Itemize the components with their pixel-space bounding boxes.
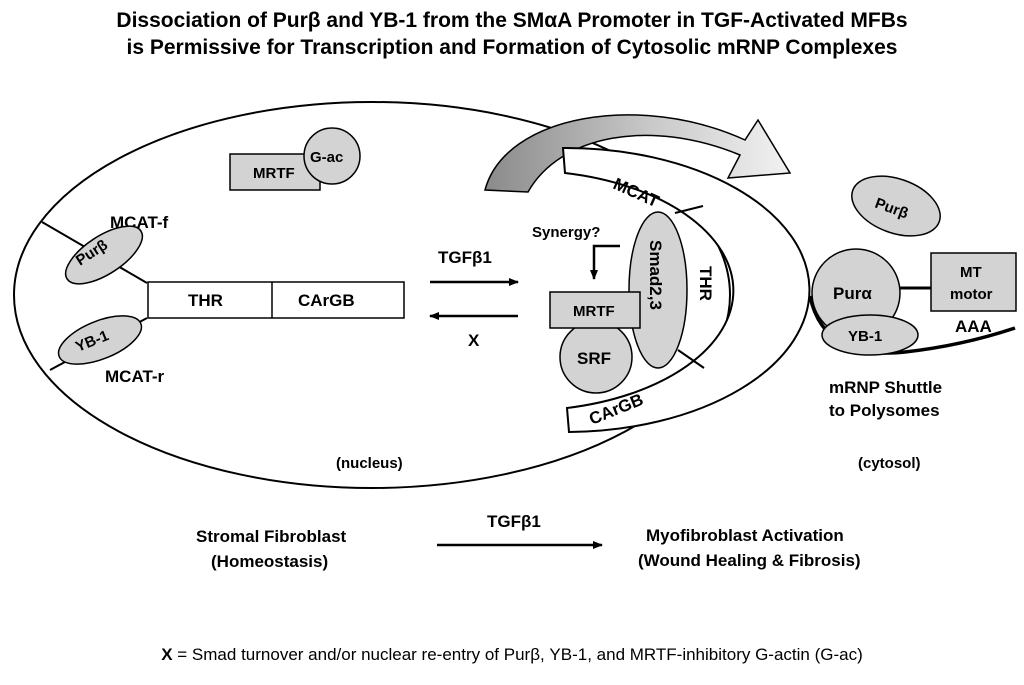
tgf-forward-label: TGFβ1 bbox=[438, 248, 492, 267]
stromal-line2: (Homeostasis) bbox=[211, 552, 328, 571]
arc-divider-2 bbox=[677, 349, 705, 369]
nucleus-label: (nucleus) bbox=[336, 455, 403, 472]
shuttle-line1: mRNP Shuttle bbox=[829, 378, 942, 397]
footnote: X = Smad turnover and/or nuclear re-entr… bbox=[0, 645, 1024, 665]
smad-ellipse bbox=[628, 211, 688, 369]
arc-thr-label: THR bbox=[696, 266, 715, 301]
footnote-key: X bbox=[161, 645, 173, 664]
srf-label: SRF bbox=[577, 349, 611, 368]
g-actin-circle bbox=[303, 127, 361, 185]
mrtf-box-bound bbox=[549, 291, 641, 329]
cytosol-label: (cytosol) bbox=[858, 455, 921, 472]
title-line-1: Dissociation of Purβ and YB-1 from the S… bbox=[116, 9, 908, 32]
smad-label: Smad2,3 bbox=[646, 240, 665, 310]
title-line-2: is Permissive for Transcription and Form… bbox=[126, 36, 898, 59]
g-actin-label: G-ac bbox=[310, 149, 343, 166]
footnote-text: = Smad turnover and/or nuclear re-entry … bbox=[172, 645, 863, 664]
mcat-r-label: MCAT-r bbox=[105, 367, 165, 386]
mrtf-free-label: MRTF bbox=[253, 165, 295, 182]
myofibroblast-line2: (Wound Healing & Fibrosis) bbox=[638, 551, 861, 570]
mt-label: MT bbox=[960, 264, 982, 281]
reverse-x-label: X bbox=[468, 331, 480, 350]
pur-beta-cytosol bbox=[851, 175, 941, 237]
arc-divider-1 bbox=[674, 205, 704, 214]
mt-motor-box bbox=[930, 252, 1017, 312]
synergy-arrow bbox=[590, 244, 620, 280]
shuttle-line2: to Polysomes bbox=[829, 401, 940, 420]
motor-label: motor bbox=[950, 286, 993, 303]
nucleus-ellipse bbox=[13, 101, 731, 489]
promoter-box bbox=[147, 281, 405, 319]
synergy-label: Synergy? bbox=[532, 224, 600, 241]
cargb-label: CArGB bbox=[298, 291, 355, 310]
myofibroblast-line1: Myofibroblast Activation bbox=[646, 526, 844, 545]
yb1-cytosol bbox=[821, 314, 919, 356]
transition-arrow-label: TGFβ1 bbox=[487, 512, 541, 531]
thr-label: THR bbox=[188, 291, 223, 310]
pur-alpha-label: Purα bbox=[833, 284, 872, 303]
mrtf-bound-label: MRTF bbox=[573, 303, 615, 320]
stromal-line1: Stromal Fibroblast bbox=[196, 527, 347, 546]
promoter-arc-band bbox=[561, 146, 811, 434]
yb1-bound bbox=[57, 315, 143, 365]
yb1-cytosol-label: YB-1 bbox=[848, 328, 882, 345]
poly-a-label: AAA bbox=[955, 317, 992, 336]
pur-beta-bound bbox=[64, 225, 144, 285]
